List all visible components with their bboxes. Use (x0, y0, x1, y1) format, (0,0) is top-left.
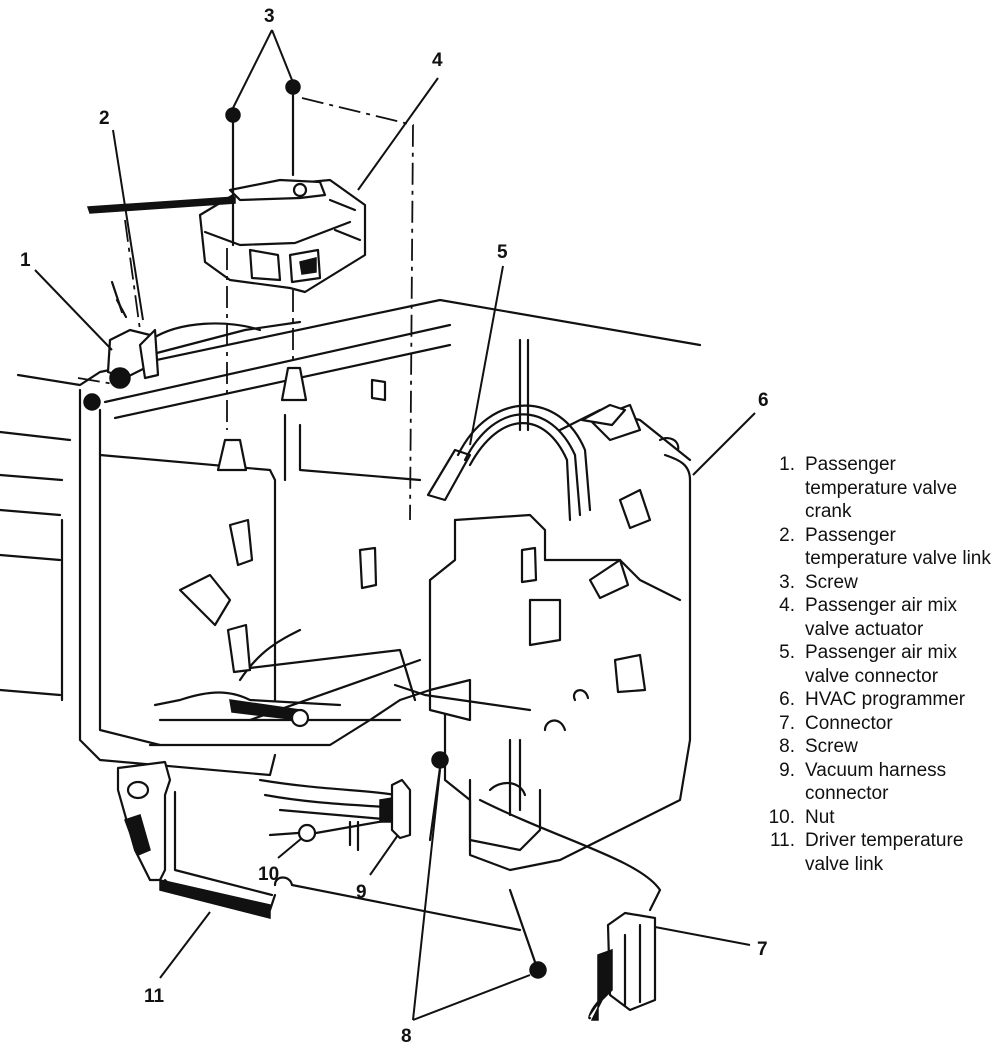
hvac-housing (0, 298, 702, 777)
air-mix-valve-connector (426, 338, 627, 522)
legend-text: Connector (805, 712, 893, 734)
legend-item: 9. Vacuum harness connector (758, 759, 998, 806)
programmer-screws (428, 751, 547, 979)
callout-2: 2 (99, 108, 110, 129)
leader-8a (412, 769, 441, 1021)
legend-item: 7. Connector (758, 712, 998, 736)
leader-lines (34, 29, 756, 1021)
leader-1 (34, 269, 113, 351)
legend-number: 5. (779, 642, 795, 663)
leader-8b (412, 974, 531, 1021)
callout-6: 6 (758, 390, 769, 411)
air-mix-valve-actuator (77, 79, 414, 521)
leader-3b (271, 29, 293, 81)
vacuum-harness-connector (258, 778, 412, 852)
callout-5: 5 (497, 242, 508, 263)
legend-text: Vacuum harness connector (805, 759, 947, 805)
legend-text: Passenger air mix valve actuator (805, 595, 958, 640)
legend-number: 1. (779, 454, 795, 475)
driver-temperature-valve-link (116, 658, 522, 932)
hvac-programmer (393, 403, 692, 872)
callout-10: 10 (258, 864, 279, 885)
legend-number: 6. (779, 689, 795, 710)
callout-8: 8 (401, 1026, 412, 1047)
legend-number: 11. (769, 830, 795, 851)
callout-9: 9 (356, 882, 367, 903)
legend-text: HVAC programmer (805, 689, 966, 710)
callout-3: 3 (264, 6, 275, 27)
callout-numbers: 1 2 3 4 5 6 7 8 9 10 11 (20, 6, 769, 1047)
callout-4: 4 (432, 50, 443, 71)
leader-2 (112, 129, 144, 321)
leader-4 (357, 77, 439, 191)
legend-number: 10. (768, 806, 795, 828)
leader-7 (654, 926, 751, 946)
legend-text: Driver temperature valve link (805, 830, 964, 875)
temperature-valve-crank (106, 280, 160, 389)
legend-text: Passenger temperature valve crank (805, 454, 958, 522)
legend-text: Passenger temperature valve link (805, 524, 991, 570)
leader-11 (159, 911, 211, 979)
connector (478, 798, 662, 1021)
legend-number: 3. (779, 571, 795, 593)
legend-number: 8. (779, 736, 795, 757)
legend-number: 7. (779, 712, 795, 734)
legend-text: Screw (805, 571, 858, 593)
nut (268, 818, 392, 843)
legend-text: Screw (805, 736, 858, 757)
callout-1: 1 (20, 250, 31, 271)
legend-item: 2. Passenger temperature valve link (758, 524, 998, 571)
legend-number: 4. (779, 595, 795, 616)
leader-3a (232, 29, 273, 109)
leader-9 (369, 834, 399, 876)
legend-item: 5. Passenger air mix valve connector (758, 641, 998, 688)
legend-item: 10. Nut (758, 806, 998, 830)
legend-item: 8. Screw (758, 735, 998, 759)
callout-11: 11 (144, 986, 165, 1007)
legend-text: Nut (805, 806, 835, 828)
callout-7: 7 (757, 939, 768, 960)
legend-item: 3. Screw (758, 571, 998, 595)
legend-item: 11. Driver temperature valve link (758, 829, 998, 876)
legend-number: 2. (779, 524, 795, 546)
legend-text: Passenger air mix valve connector (805, 642, 958, 687)
legend-item: 1. Passenger temperature valve crank (758, 453, 998, 524)
legend-item: 4. Passenger air mix valve actuator (758, 594, 998, 641)
leader-10 (277, 837, 303, 859)
leader-6 (692, 412, 756, 476)
parts-legend: 1. Passenger temperature valve crank 2. … (758, 453, 998, 876)
legend-number: 9. (779, 759, 795, 781)
legend-item: 6. HVAC programmer (758, 688, 998, 712)
leader-5 (469, 265, 504, 446)
